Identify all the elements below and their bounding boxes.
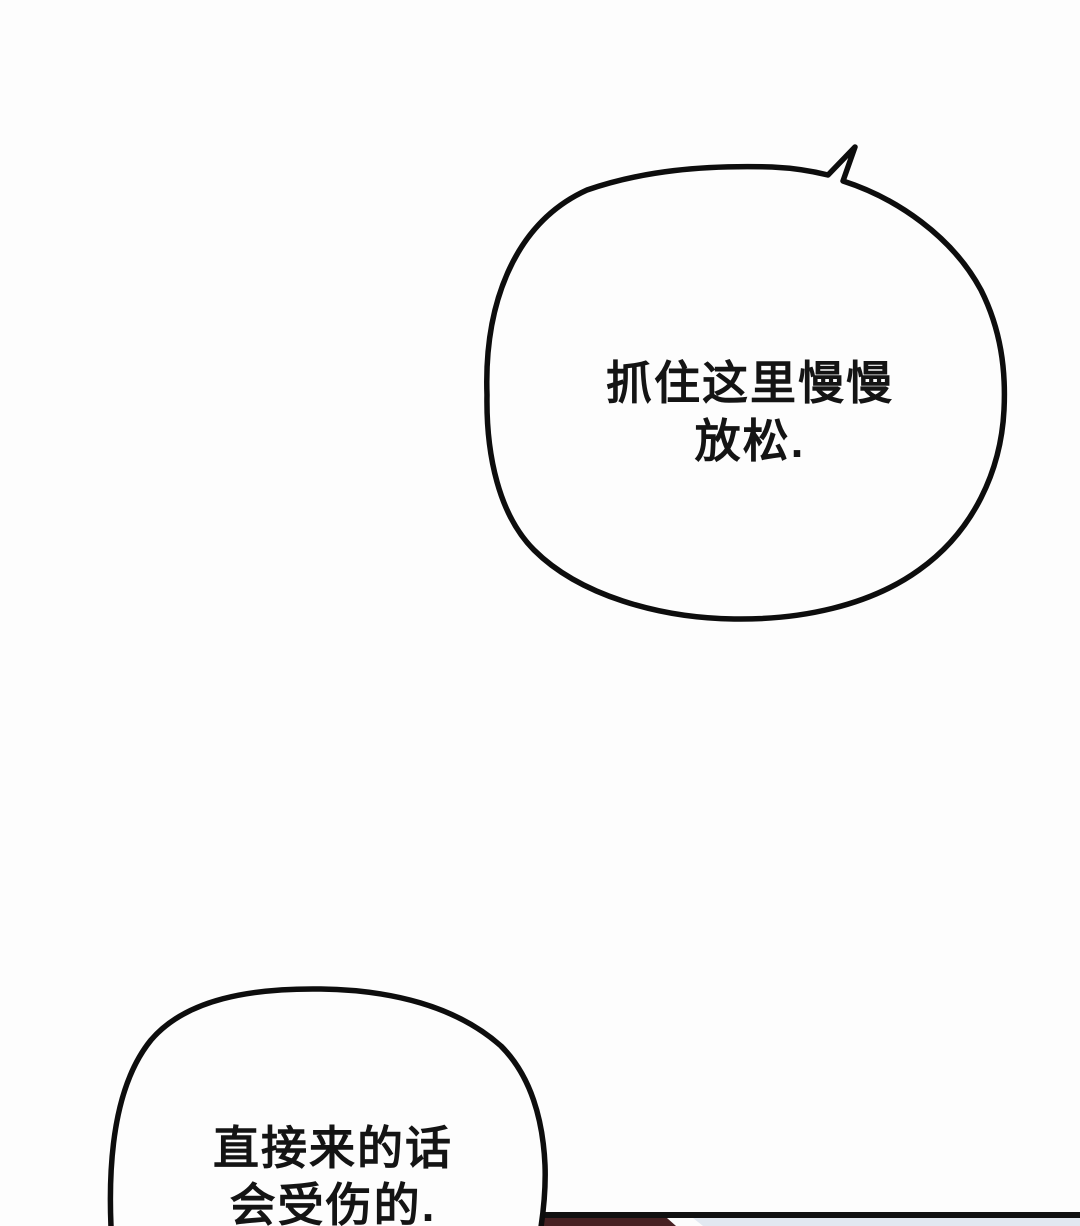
panel-border-line <box>520 1212 1080 1218</box>
dialogue-line: 放松. <box>694 415 806 467</box>
panel-light-area <box>520 1218 1080 1226</box>
panel-maroon-area <box>520 1218 676 1226</box>
next-panel-interior <box>520 1218 1080 1226</box>
dialogue-line: 抓住这里慢慢 <box>606 357 894 409</box>
top-bubble-text: 抓住这里慢慢 放松. <box>495 354 1005 470</box>
dialogue-line: 直接来的话 <box>213 1122 453 1174</box>
bottom-bubble-text: 直接来的话 会受伤的. <box>118 1120 548 1226</box>
next-panel-sliver <box>520 1212 1080 1226</box>
bottom-speech-bubble-outline <box>107 986 548 1226</box>
dialogue-line: 会受伤的. <box>229 1179 437 1226</box>
top-speech-bubble-outline <box>484 144 1008 622</box>
